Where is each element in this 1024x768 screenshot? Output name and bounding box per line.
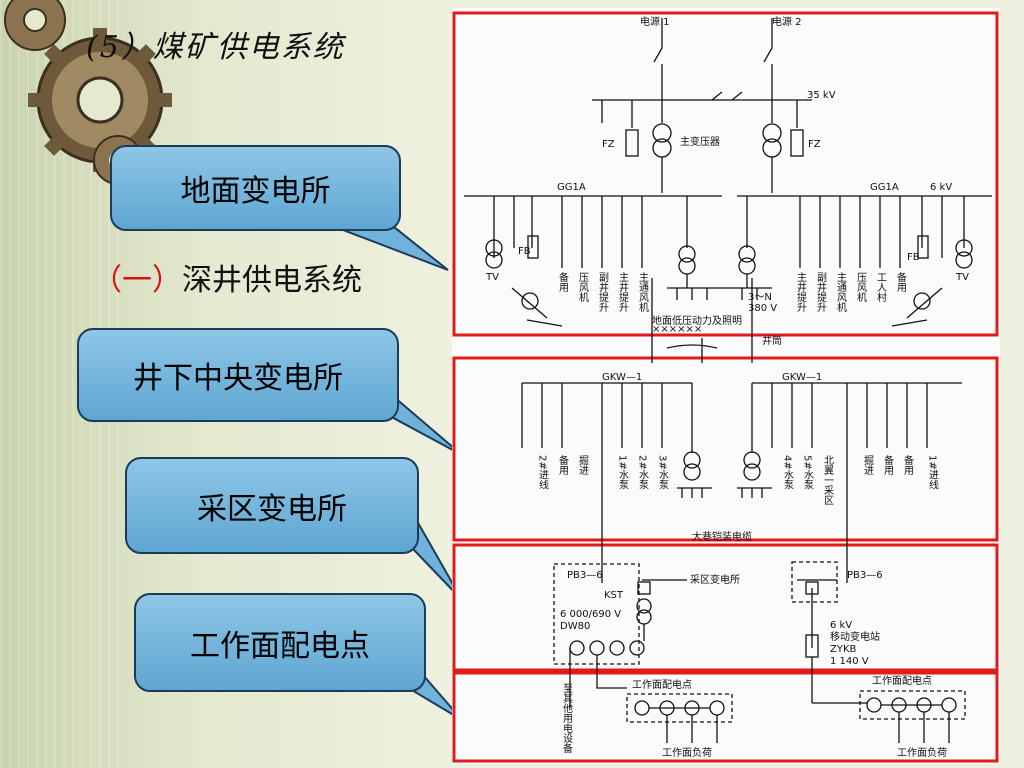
- label-kst: KST: [604, 590, 624, 601]
- label-other-equipment: 至其他用电设备: [561, 683, 573, 754]
- underground-load: 掘进: [862, 454, 874, 475]
- underground-load: 掘进: [577, 454, 589, 475]
- label-xmarks-top: ××××××: [652, 324, 702, 335]
- label-380v: 380 V: [748, 303, 777, 314]
- ground-load: 压风机: [577, 272, 589, 303]
- label-workface-load-right: 工作面负荷: [897, 746, 947, 759]
- underground-load: 1#水泵: [617, 455, 629, 490]
- label-zykb: ZYKB: [830, 644, 857, 655]
- ground-load: 副井提升: [815, 272, 827, 313]
- label-workface-point-right: 工作面配电点: [872, 674, 932, 687]
- label-tv-right: TV: [955, 272, 969, 283]
- label-pb-right: PB3—6: [847, 570, 883, 581]
- label-fz-left: FZ: [602, 139, 615, 150]
- underground-load: 备用: [557, 454, 569, 476]
- underground-load: 2#进线: [537, 455, 549, 490]
- underground-load: 5#水泵: [802, 455, 814, 490]
- underground-load: 备用: [902, 454, 914, 476]
- frame-ground: [452, 11, 999, 337]
- subtitle-paren: （一）: [92, 263, 182, 298]
- ground-load: 副井提升: [597, 272, 609, 313]
- ground-load: 工人村: [875, 272, 887, 302]
- label-tv-left: TV: [485, 272, 499, 283]
- ground-loads-left: 备用 压风机 副井提升 主井提升 主通风机: [557, 271, 649, 313]
- label-pb-left: PB3—6: [567, 570, 603, 581]
- label-district: 采区变电所: [690, 573, 740, 586]
- label-workface-point-left: 工作面配电点: [632, 678, 692, 691]
- label-shaft: 井筒: [762, 334, 782, 347]
- bubble-district-substation: 采区变电所: [125, 457, 419, 554]
- label-dw80: DW80: [560, 621, 590, 632]
- underground-load: 4#水泵: [782, 455, 794, 490]
- label-low-voltage: 地面低压动力及照明: [652, 314, 742, 327]
- frame-central: [452, 356, 999, 542]
- label-3n: 3～N: [748, 292, 772, 303]
- label-fz-right: FZ: [808, 139, 821, 150]
- label-main-transformer: 主变压器: [680, 135, 720, 148]
- power-system-diagram: 电源 1 电源 2 35 kV FZ FZ 主变压器 GG1A GG1A 6 k…: [452, 8, 1000, 764]
- frame-district: [452, 543, 999, 672]
- label-gg1a-left: GG1A: [557, 182, 586, 193]
- label-35kv: 35 kV: [807, 90, 836, 101]
- label-fb-left: FB: [518, 246, 531, 257]
- underground-load: 3#水泵: [657, 455, 669, 490]
- ground-load: 主井提升: [795, 272, 807, 313]
- label-source1: 电源 1: [640, 15, 670, 28]
- label-workface-load-left: 工作面负荷: [662, 746, 712, 759]
- ground-load: 主井提升: [617, 272, 629, 313]
- label-gg1a-right: GG1A: [870, 182, 899, 193]
- label-gkw-right: GKW—1: [782, 372, 822, 383]
- frame-workface: [452, 671, 999, 763]
- ground-load: 备用: [557, 271, 569, 293]
- underground-load: 北翼一采区: [822, 455, 834, 505]
- underground-load: 2#水泵: [637, 455, 649, 490]
- label-690v: 6 000/690 V: [560, 609, 621, 620]
- underground-loads-right: 4#水泵 5#水泵 北翼一采区 掘进 备用 备用 1#进线: [782, 454, 939, 505]
- bubble-workface-point: 工作面配电点: [134, 593, 426, 692]
- ground-load: 压风机: [855, 272, 867, 303]
- label-armored-cable: 大巷铠装电缆: [692, 530, 752, 543]
- bubble-central-substation: 井下中央变电所: [77, 328, 399, 422]
- underground-loads-left: 2#进线 备用 掘进 1#水泵 2#水泵 3#水泵: [537, 454, 669, 490]
- underground-load: 备用: [882, 454, 894, 476]
- gear-large-icon: [28, 28, 172, 172]
- label-mobile-station: 移动变电站: [830, 630, 880, 643]
- subtitle-text: 深井供电系统: [182, 263, 362, 298]
- label-gkw-left: GKW—1: [602, 372, 642, 383]
- slide-subtitle: （一）深井供电系统: [92, 255, 362, 299]
- ground-loads-right: 主井提升 副井提升 主通风机 压风机 工人村 备用: [795, 271, 907, 313]
- ground-load: 主通风机: [835, 272, 847, 313]
- ground-load: 主通风机: [637, 272, 649, 313]
- slide-title: (5）煤矿供电系统: [86, 30, 345, 65]
- bubble-ground-substation: 地面变电所: [110, 145, 401, 231]
- underground-load: 1#进线: [927, 455, 939, 490]
- label-1140v: 1 140 V: [830, 656, 869, 667]
- label-source2: 电源 2: [772, 15, 802, 28]
- label-6kv-top: 6 kV: [930, 182, 952, 193]
- label-fb-right: FB: [907, 252, 920, 263]
- label-6kv-mobile: 6 kV: [830, 620, 852, 631]
- ground-load: 备用: [895, 271, 907, 293]
